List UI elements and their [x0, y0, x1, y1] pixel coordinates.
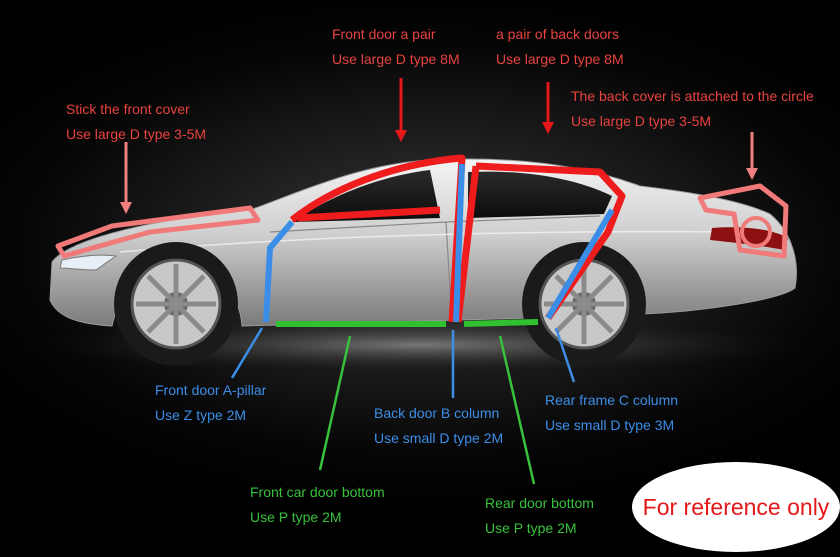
label-front-doors-spec: Use large D type 8M: [332, 51, 460, 67]
front-cover-seal: [55, 205, 261, 259]
label-b-column-spec: Use small D type 2M: [374, 430, 504, 446]
b-column-seal: [453, 163, 465, 323]
label-back-doors-title: a pair of back doors: [496, 26, 619, 42]
reference-badge: For reference only: [632, 462, 840, 552]
back-cover-circle: [740, 216, 772, 248]
label-b-column: Back door B column Use small D type 2M: [374, 401, 503, 451]
a-pillar-seal: [263, 220, 295, 323]
label-front-doors: Front door a pair Use large D type 8M: [332, 22, 460, 72]
label-front-bottom-title: Front car door bottom: [250, 484, 385, 500]
reference-badge-text: For reference only: [642, 493, 830, 520]
arrow-a-pillar: [230, 327, 264, 379]
body-crease: [119, 230, 761, 253]
arrow-c-column: [554, 327, 576, 383]
back-door-seal: [454, 162, 626, 323]
label-front-cover-spec: Use large D type 3-5M: [66, 126, 207, 142]
arrow-back-doors: [542, 82, 554, 134]
label-back-doors: a pair of back doors Use large D type 8M: [496, 22, 624, 72]
label-front-cover: Stick the front cover Use large D type 3…: [66, 97, 206, 147]
front-door-seal: [289, 154, 466, 323]
rear-wheel: [522, 242, 646, 366]
label-front-cover-title: Stick the front cover: [66, 101, 190, 117]
label-c-column-spec: Use small D type 3M: [545, 417, 675, 433]
label-rear-bottom-spec: Use P type 2M: [485, 520, 577, 536]
label-a-pillar: Front door A-pillar Use Z type 2M: [155, 378, 266, 428]
label-back-doors-spec: Use large D type 8M: [496, 51, 624, 67]
arrow-front-bottom: [318, 335, 352, 471]
arrow-front-cover: [120, 142, 132, 214]
label-front-bottom: Front car door bottom Use P type 2M: [250, 480, 385, 530]
label-back-cover: The back cover is attached to the circle…: [571, 84, 814, 134]
label-front-doors-title: Front door a pair: [332, 26, 436, 42]
arrow-front-doors: [395, 78, 407, 142]
label-back-cover-title: The back cover is attached to the circle: [571, 88, 814, 104]
arrow-back-cover: [746, 132, 758, 180]
label-rear-bottom: Rear door bottom Use P type 2M: [485, 491, 594, 541]
label-a-pillar-title: Front door A-pillar: [155, 382, 267, 398]
back-cover-seal: [697, 183, 789, 259]
rear-window: [468, 171, 612, 218]
headlight: [59, 254, 118, 271]
label-back-cover-spec: Use large D type 3-5M: [571, 113, 712, 129]
c-column-seal: [545, 208, 615, 320]
label-c-column-title: Rear frame C column: [545, 392, 679, 408]
label-rear-bottom-title: Rear door bottom: [485, 495, 594, 511]
rear-bottom-seal: [463, 319, 539, 327]
label-c-column: Rear frame C column Use small D type 3M: [545, 388, 678, 438]
label-a-pillar-spec: Use Z type 2M: [155, 407, 247, 423]
label-b-column-title: Back door B column: [374, 405, 500, 421]
arrow-rear-bottom: [498, 335, 536, 485]
front-wheel: [114, 242, 238, 366]
label-front-bottom-spec: Use P type 2M: [250, 509, 342, 525]
